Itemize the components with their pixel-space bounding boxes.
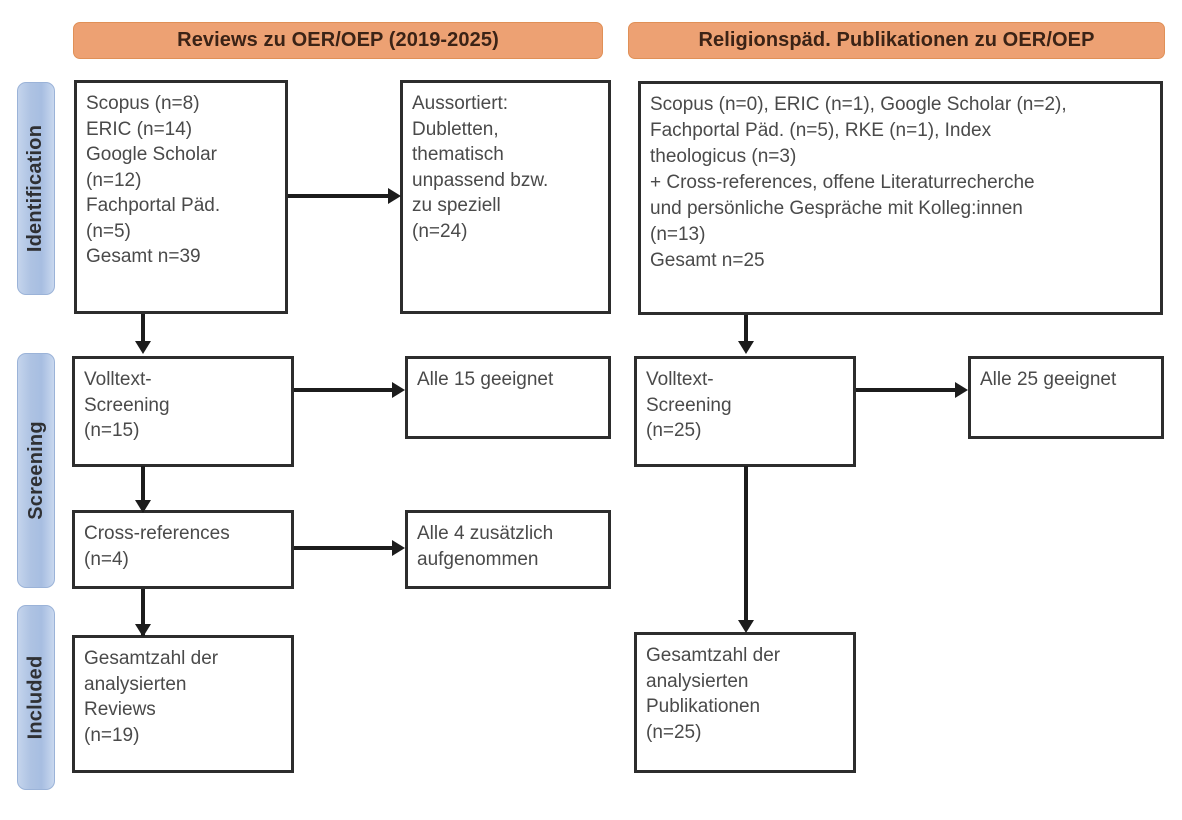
connector-right-fulltext-to-included [744,466,748,622]
box-left-fulltext-screening: Volltext- Screening (n=15) [72,356,294,467]
arrowhead-left-fulltext-to-crossref [135,500,151,513]
arrowhead-right-fulltext-to-eligible [955,382,968,398]
stage-bar-screening: Screening [17,353,55,588]
arrowhead-left-fulltext-to-eligible [392,382,405,398]
box-left-sources: Scopus (n=8) ERIC (n=14) Google Scholar … [74,80,288,314]
connector-right-sources-to-fulltext [744,315,748,343]
arrowhead-left-crossref-to-included [135,624,151,637]
box-left-eligible: Alle 15 geeignet [405,356,611,439]
arrowhead-left-sources-to-excluded [388,188,401,204]
arrowhead-left-crossref-to-added [392,540,405,556]
stage-label-included: Included [24,655,47,740]
connector-left-sources-to-excluded [288,194,388,198]
box-left-crossreferences: Cross-references (n=4) [72,510,294,589]
box-left-included-total: Gesamtzahl der analysierten Reviews (n=1… [72,635,294,773]
box-right-eligible: Alle 25 geeignet [968,356,1164,439]
box-left-crossreferences-added: Alle 4 zusätzlich aufgenommen [405,510,611,589]
box-right-fulltext-screening: Volltext- Screening (n=25) [634,356,856,467]
box-right-sources: Scopus (n=0), ERIC (n=1), Google Scholar… [638,81,1163,315]
connector-left-crossref-to-added [294,546,393,550]
stage-label-screening: Screening [24,421,47,520]
box-left-excluded: Aussortiert: Dubletten, thematisch unpas… [400,80,611,314]
connector-left-sources-to-fulltext [141,314,145,343]
connector-right-fulltext-to-eligible [856,388,956,392]
column-header-reviews: Reviews zu OER/OEP (2019-2025) [73,22,603,59]
arrowhead-right-fulltext-to-included [738,620,754,633]
stage-bar-identification: Identification [17,82,55,295]
stage-bar-included: Included [17,605,55,790]
connector-left-crossref-to-included [141,589,145,636]
box-right-included-total: Gesamtzahl der analysierten Publikatione… [634,632,856,773]
stage-label-identification: Identification [24,124,47,253]
connector-left-fulltext-to-crossref [141,466,145,510]
column-header-religionspaed: Religionspäd. Publikationen zu OER/OEP [628,22,1165,59]
connector-left-fulltext-to-eligible [294,388,393,392]
arrowhead-left-sources-to-fulltext [135,341,151,354]
arrowhead-right-sources-to-fulltext [738,341,754,354]
